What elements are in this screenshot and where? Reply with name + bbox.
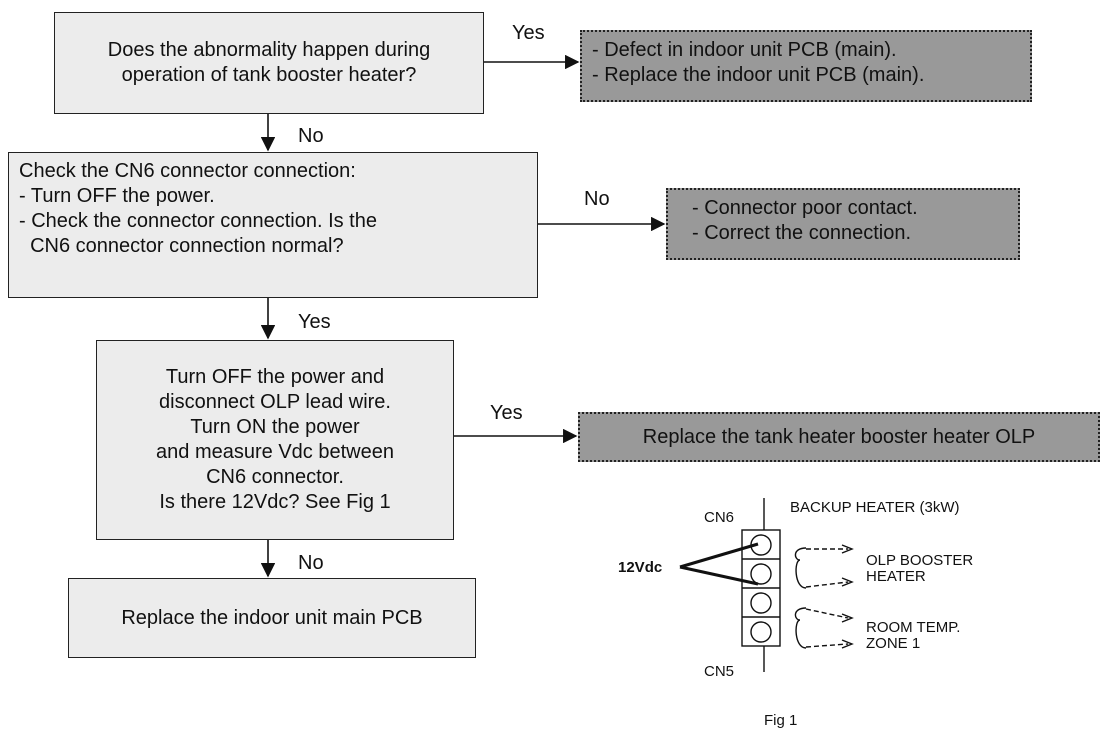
result-box-replace-olp: Replace the tank heater booster heater O… (578, 412, 1100, 462)
fig-label-12vdc: 12Vdc (618, 559, 663, 576)
decision-text: CN6 connector connection normal? (19, 235, 344, 257)
edge-label-yes: Yes (298, 311, 331, 333)
probe-wire-1 (679, 542, 759, 569)
edge-label-yes: Yes (490, 402, 523, 424)
decision-text: Turn OFF the power and (165, 366, 385, 388)
edge-label-no: No (298, 125, 324, 147)
decision-box-cn6-connection: Check the CN6 connector connection: - Tu… (8, 152, 538, 298)
probe-wire-2 (679, 565, 759, 586)
result-text: - Correct the connection. (692, 222, 911, 244)
decision-text: and measure Vdc between (156, 441, 394, 463)
decision-text: Check the CN6 connector connection: (19, 160, 356, 182)
decision-text: operation of tank booster heater? (121, 64, 417, 86)
fig-label-cn5: CN5 (704, 663, 735, 680)
edge-label-no: No (298, 552, 324, 574)
action-text: Replace the indoor unit main PCB (121, 606, 423, 629)
fig-label-room-temp: ROOM TEMP. (866, 619, 961, 636)
decision-text: disconnect OLP lead wire. (159, 391, 391, 413)
decision-text: Turn ON the power (190, 416, 360, 438)
fig-label-cn6: CN6 (704, 509, 735, 526)
decision-box-tank-heater-operation: Does the abnormality happen during opera… (54, 12, 484, 114)
bracket-room (794, 607, 807, 649)
edge-label-yes: Yes (512, 22, 545, 44)
decision-text: - Check the connector connection. Is the (19, 210, 377, 232)
decision-text: CN6 connector. (206, 466, 344, 488)
result-text: - Defect in indoor unit PCB (main). (592, 39, 897, 61)
decision-text: Does the abnormality happen during (107, 39, 431, 61)
fig-label-backup-heater: BACKUP HEATER (3kW) (790, 499, 960, 516)
result-box-pcb-defect: - Defect in indoor unit PCB (main). - Re… (580, 30, 1032, 102)
pin-2 (750, 563, 772, 585)
bracket-olp (794, 547, 807, 589)
edge-label-no: No (584, 188, 610, 210)
result-text: - Connector poor contact. (692, 197, 918, 219)
decision-text: - Turn OFF the power. (19, 185, 215, 207)
pin-4 (750, 621, 772, 643)
pin-3 (750, 592, 772, 614)
fig-caption: Fig 1 (764, 712, 798, 729)
decision-box-measure-vdc: Turn OFF the power and disconnect OLP le… (96, 340, 454, 540)
fig-label-olp-booster: OLP BOOSTER (866, 552, 974, 569)
action-box-replace-main-pcb: Replace the indoor unit main PCB (68, 578, 476, 658)
fig1-connector-diagram (679, 498, 854, 672)
result-text: - Replace the indoor unit PCB (main). (592, 64, 925, 86)
decision-text: Is there 12Vdc? See Fig 1 (159, 491, 391, 513)
result-text: Replace the tank heater booster heater O… (642, 425, 1036, 448)
fig-label-zone-1: ZONE 1 (866, 635, 921, 652)
result-box-poor-contact: - Connector poor contact. - Correct the … (666, 188, 1020, 260)
fig-label-olp-heater: HEATER (866, 568, 926, 585)
